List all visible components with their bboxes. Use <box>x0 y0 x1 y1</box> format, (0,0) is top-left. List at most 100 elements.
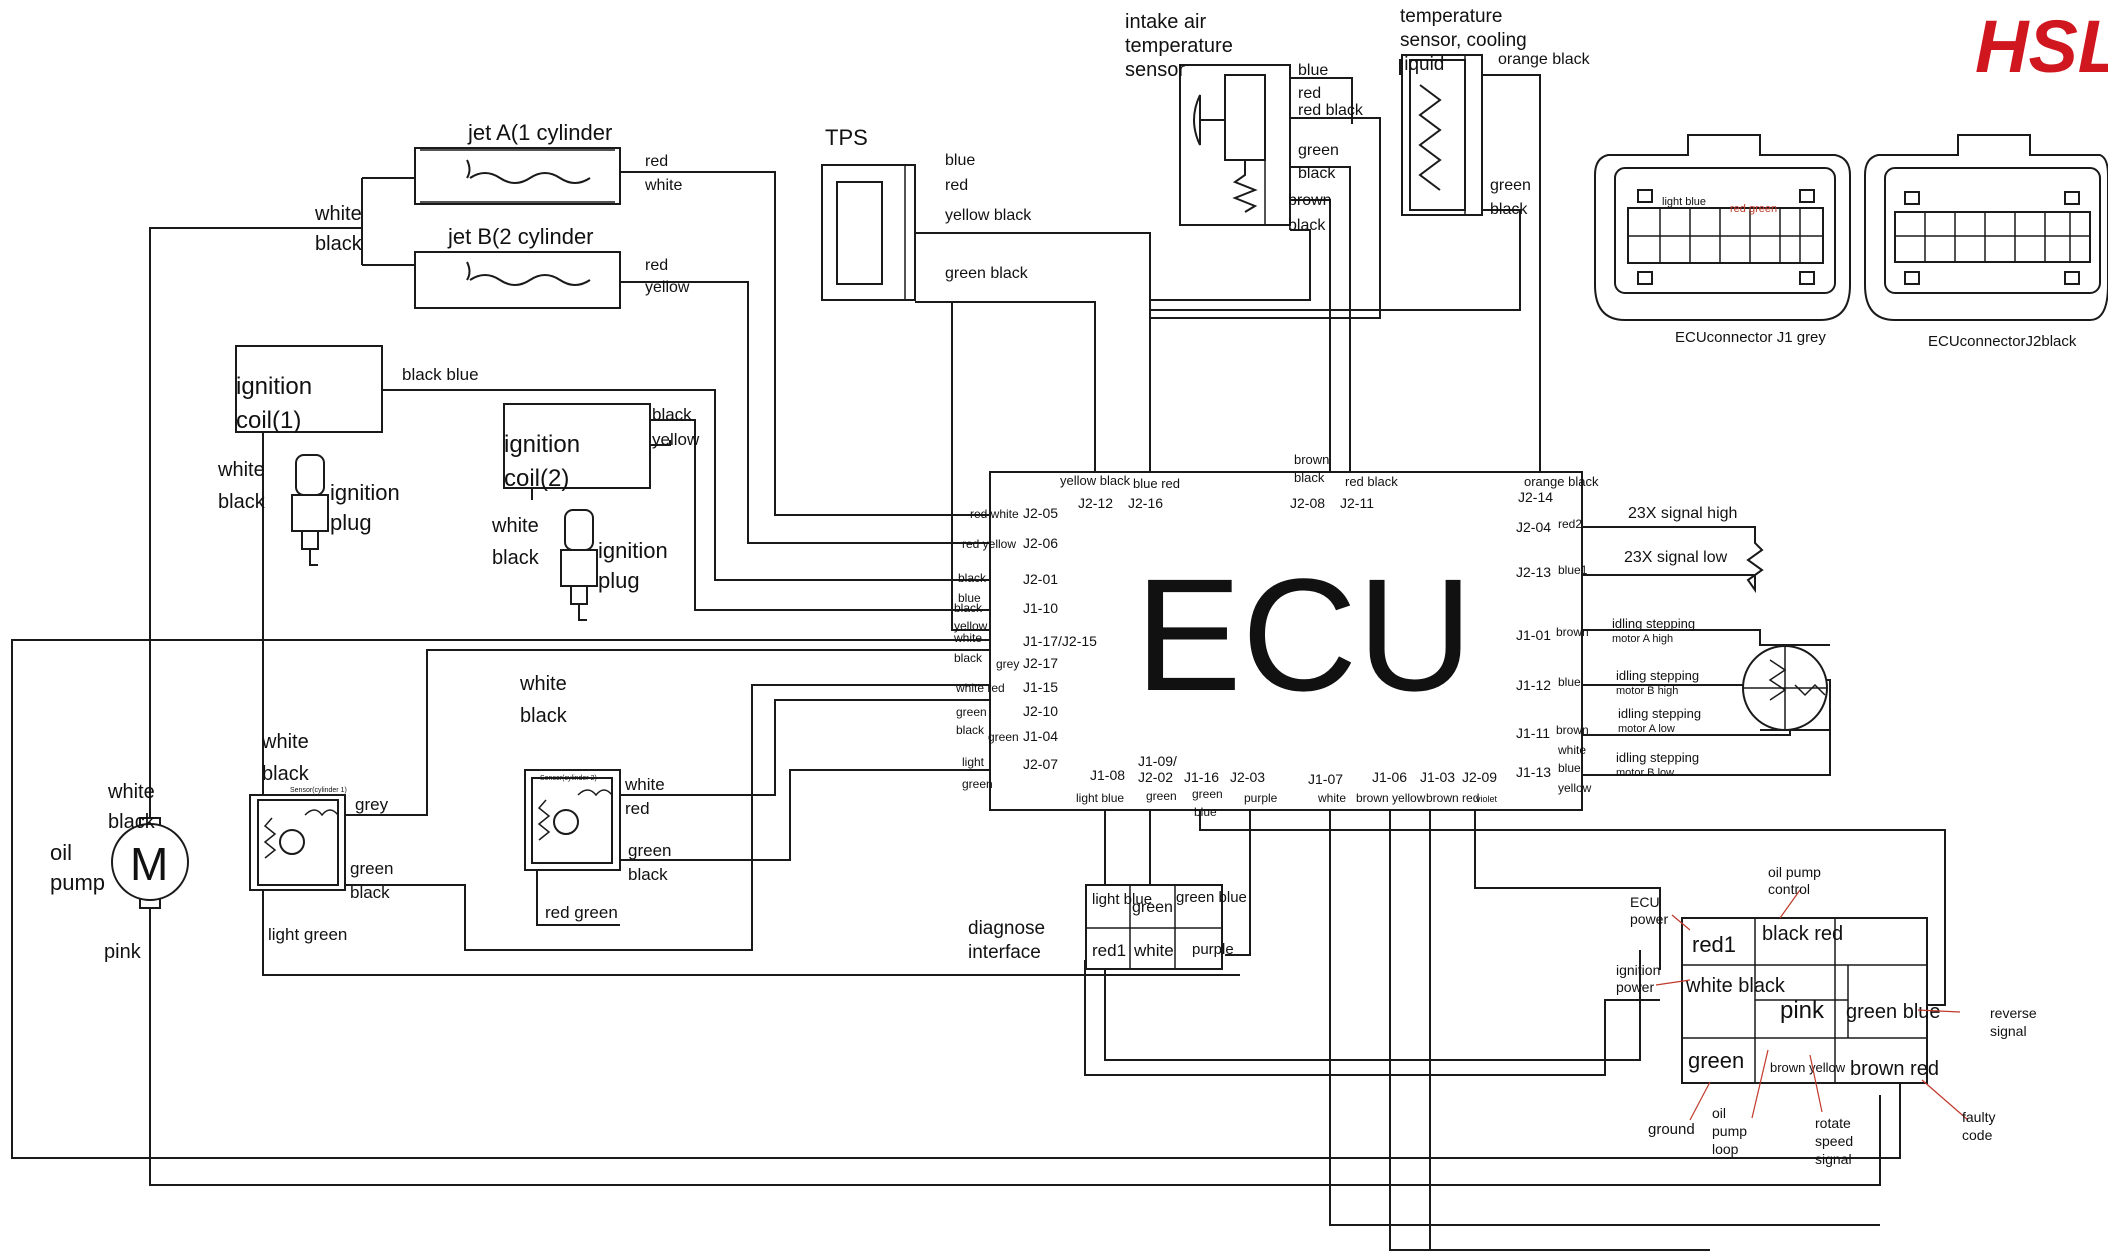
stepper-a-low-2: motor A low <box>1618 723 1675 735</box>
coil1-plug-label-line1: ignition <box>330 480 400 505</box>
j1-caption: ECUconnector J1 grey <box>1675 329 1826 346</box>
label-oil-pump-loop-3: loop <box>1712 1141 1739 1157</box>
coil2-plug-label-line1: ignition <box>598 538 668 563</box>
jet-a-wire-red: red <box>645 153 668 170</box>
coil2-label-line1: ignition <box>504 431 580 458</box>
diagnose-cell-light-blue: light blue <box>1092 891 1152 908</box>
ecu-lw-black-3: black <box>954 651 983 665</box>
ecu-lw-red-white: red white <box>970 507 1019 521</box>
crank-sensor-cylinder-1: Sensor(cylinder 1) white black grey gree… <box>249 731 393 944</box>
ecu-pin-j2-02: J2-02 <box>1138 769 1173 785</box>
ecu-pin-j2-03: J2-03 <box>1230 769 1265 785</box>
ignition-plug-2: ignition plug white black <box>491 509 668 621</box>
jet-a: jet A(1 cylinder red white <box>414 120 682 205</box>
ecu-bw-white: white <box>1317 791 1346 805</box>
label-oil-pump-control-1: oil pump <box>1768 864 1821 880</box>
stepper-a-high-1: idling stepping <box>1612 616 1695 631</box>
harness-cell-white-black: white black <box>1685 975 1786 997</box>
intake-air-temperature-sensor: intake air temperature sensor blue red r… <box>1125 11 1364 234</box>
label-oil-pump-loop-1: oil <box>1712 1105 1726 1121</box>
label-faulty-code-1: faulty <box>1962 1109 1995 1125</box>
ecu-pin-j1-08: J1-08 <box>1090 767 1125 783</box>
jet-a-wire-white: white <box>644 177 682 194</box>
ecu-pin-j2-17: J2-17 <box>1023 655 1058 671</box>
ecu-lw-grey: grey <box>996 657 1019 671</box>
ecu-connector-j2: ECUconnectorJ2black <box>1864 134 2108 350</box>
diagnose-cell-purple: purple <box>1192 941 1234 958</box>
ecu-pin-j1-06: J1-06 <box>1372 769 1407 785</box>
ecu-lw-blue: blue <box>958 591 981 605</box>
ecu-rw-brown-2: brown <box>1556 723 1589 737</box>
ecu-pin-j2-01: J2-01 <box>1023 571 1058 587</box>
tps: TPS blue red yellow black green black <box>821 125 1032 301</box>
ecu-pin-j2-05: J2-05 <box>1023 505 1058 521</box>
oil-pump-wire-pink: pink <box>104 941 142 963</box>
ecu-pin-j1-04: J1-04 <box>1023 728 1058 744</box>
intake-wire-blue: blue <box>1298 62 1328 79</box>
label-reverse-signal-2: signal <box>1990 1023 2027 1039</box>
ecu-rw-blue: blue <box>1558 675 1581 689</box>
intake-wire-brown: brown <box>1288 192 1332 209</box>
coil1-plug-label-line2: plug <box>330 510 372 535</box>
oil-pump-motor: M oil pump white black pink <box>50 781 189 963</box>
ignition-coil-2: ignition coil(2) black yellow <box>503 403 700 492</box>
ecu-pin-j1-10: J1-10 <box>1023 600 1058 616</box>
jets-common-white: white <box>314 203 362 225</box>
ecu-bw-purple: purple <box>1244 791 1278 805</box>
oil-pump-label-line2: pump <box>50 870 105 895</box>
oil-pump-wire-black: black <box>108 811 156 833</box>
ecu-pin-j2-13: J2-13 <box>1516 564 1551 580</box>
ecu-pin-j1-12: J1-12 <box>1516 677 1551 693</box>
ecu-pin-j1-13: J1-13 <box>1516 764 1551 780</box>
ecu-rw-white: white <box>1557 743 1586 757</box>
sensor1-wire-light-green: light green <box>268 925 347 944</box>
ecu-pin-j2-12: J2-12 <box>1078 495 1113 511</box>
jet-b-wire-yellow: yellow <box>645 279 690 296</box>
coolant-label-line2: sensor, cooling <box>1400 30 1527 51</box>
ecu-pin-j1-01: J1-01 <box>1516 627 1551 643</box>
ecu-lw-white: white <box>953 631 982 645</box>
coil1-wire-black-blue: black blue <box>402 365 479 384</box>
label-ecu-power-2: power <box>1630 911 1668 927</box>
ecu-lw-green-3: green <box>962 777 993 791</box>
harness-connector: red1 black red white black pink green bl… <box>1616 864 2037 1167</box>
intake-label-line3: sensor <box>1125 59 1185 81</box>
ecu-tw-black: black <box>1294 470 1325 485</box>
tps-wire-red: red <box>945 177 968 194</box>
label-ignition-power-2: power <box>1616 979 1654 995</box>
label-rotate-speed-1: rotate <box>1815 1115 1851 1131</box>
ecu-bw-green-2: green <box>1192 787 1223 801</box>
tps-label: TPS <box>825 125 868 150</box>
coil1-label-line2: coil(1) <box>236 407 301 434</box>
ecu-lw-red-yellow: red yellow <box>962 537 1016 551</box>
signal-23x-high: 23X signal high <box>1628 505 1737 522</box>
ecu-tw-blue-red: blue red <box>1133 476 1180 491</box>
ecu-bw-light-blue: light blue <box>1076 791 1124 805</box>
ecu-pin-j1-09: J1-09/ <box>1138 753 1177 769</box>
intake-label-line2: temperature <box>1125 35 1233 57</box>
sensor1-wire-green: green <box>350 859 393 878</box>
ecu-bw-blue: blue <box>1194 805 1217 819</box>
sensor1-wire-white: white <box>261 731 309 753</box>
oil-pump-label-line1: oil <box>50 840 72 865</box>
diagnose-label-line2: interface <box>968 942 1041 963</box>
sensor2-wire-red-green: red green <box>545 903 618 922</box>
tps-wire-yellow-black: yellow black <box>945 207 1032 224</box>
ecu-bw-violet: violet <box>1476 794 1498 804</box>
sensor1-tiny-label: Sensor(cylinder 1) <box>290 787 347 794</box>
stepper-b-high-2: motor B high <box>1616 685 1678 697</box>
coolant-label-line1: temperature <box>1400 6 1502 27</box>
label-reverse-signal-1: reverse <box>1990 1005 2037 1021</box>
ecu-bw-green: green <box>1146 789 1177 803</box>
coil1-label-line1: ignition <box>236 373 312 400</box>
coil2-plug-wire-black: black <box>492 547 540 569</box>
sensor1-wire-black-2: black <box>350 883 390 902</box>
coil2-plug-label-line2: plug <box>598 568 640 593</box>
ecu-tw-brown: brown <box>1294 452 1329 467</box>
ecu-bw-brown-red: brown red <box>1426 791 1479 805</box>
tps-wire-blue: blue <box>945 152 975 169</box>
diagnose-cell-white: white <box>1133 941 1174 960</box>
oil-pump-letter: M <box>130 838 168 890</box>
coil2-plug-wire-white: white <box>491 515 539 537</box>
ecu-pin-j2-09: J2-09 <box>1462 769 1497 785</box>
